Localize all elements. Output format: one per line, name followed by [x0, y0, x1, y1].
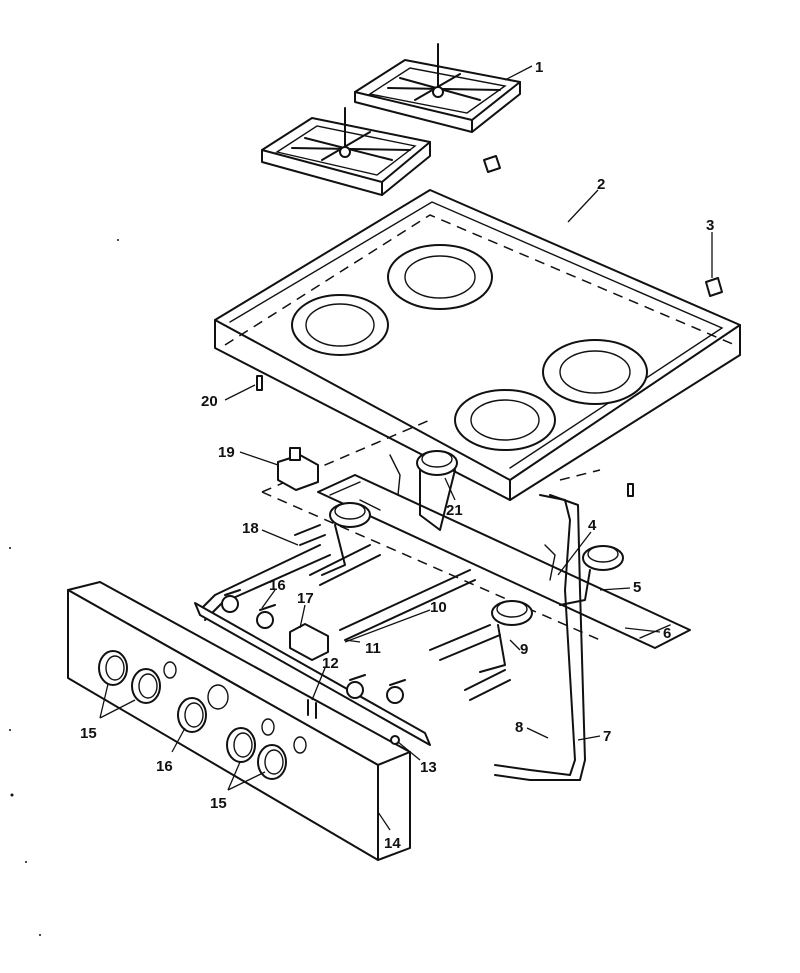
callout-16-upper: 16 [269, 577, 286, 594]
callout-21: 21 [446, 502, 463, 519]
grate-left [261, 107, 431, 196]
stray-dots [9, 239, 119, 936]
ignition-wires [359, 454, 556, 581]
screw-right [627, 483, 634, 497]
callout-6: 6 [663, 625, 671, 642]
burner-opening-front-left [454, 389, 556, 451]
burner-opening-rear-right [387, 244, 493, 310]
callout-10: 10 [430, 599, 447, 616]
burner-front-right [559, 545, 624, 606]
knob-2 [131, 668, 161, 704]
callout-18: 18 [242, 520, 259, 537]
clip-lower [705, 277, 723, 297]
callout-16-lower: 16 [156, 758, 173, 775]
callout-1: 1 [535, 59, 543, 76]
callout-20: 20 [201, 393, 218, 410]
callout-7: 7 [603, 728, 611, 745]
panel-holes [163, 661, 307, 754]
callout-13: 13 [420, 759, 437, 776]
callout-3: 3 [706, 217, 714, 234]
knob-1 [98, 650, 128, 686]
callout-9: 9 [520, 641, 528, 658]
callout-12: 12 [322, 655, 339, 672]
callout-11: 11 [365, 640, 381, 657]
manifold-rail [194, 589, 431, 746]
screw-left [256, 375, 263, 391]
callout-4: 4 [588, 517, 597, 534]
burner-front-left [479, 600, 533, 673]
callout-17: 17 [297, 590, 314, 607]
callout-2: 2 [597, 176, 605, 193]
control-panel [67, 581, 411, 861]
burner-box-outline [261, 419, 601, 641]
knob-3 [177, 697, 207, 733]
cooktop [214, 189, 741, 501]
callout-labels: 1 2 3 4 5 6 7 8 9 10 11 12 13 14 15 15 1… [80, 59, 714, 852]
spark-igniter [289, 623, 329, 661]
callout-19: 19 [218, 444, 235, 461]
clip-upper [483, 155, 501, 173]
grate-right [354, 43, 521, 133]
burner-rear-right [416, 450, 458, 531]
burner-opening-rear-left [291, 294, 389, 356]
burner-opening-front-right [542, 339, 648, 405]
callout-8: 8 [515, 719, 523, 736]
burner-rear-left [321, 502, 371, 576]
knob-4 [226, 727, 256, 763]
callout-15-left: 15 [80, 725, 97, 742]
pressure-regulator [277, 447, 319, 491]
callout-14: 14 [384, 835, 401, 852]
burner-tubes [294, 524, 511, 701]
panel-screws [307, 699, 400, 745]
leader-lines [99, 65, 713, 831]
knob-5 [257, 744, 287, 780]
burner-bracket [317, 474, 691, 649]
callout-5: 5 [633, 579, 641, 596]
callout-15-right: 15 [210, 795, 227, 812]
